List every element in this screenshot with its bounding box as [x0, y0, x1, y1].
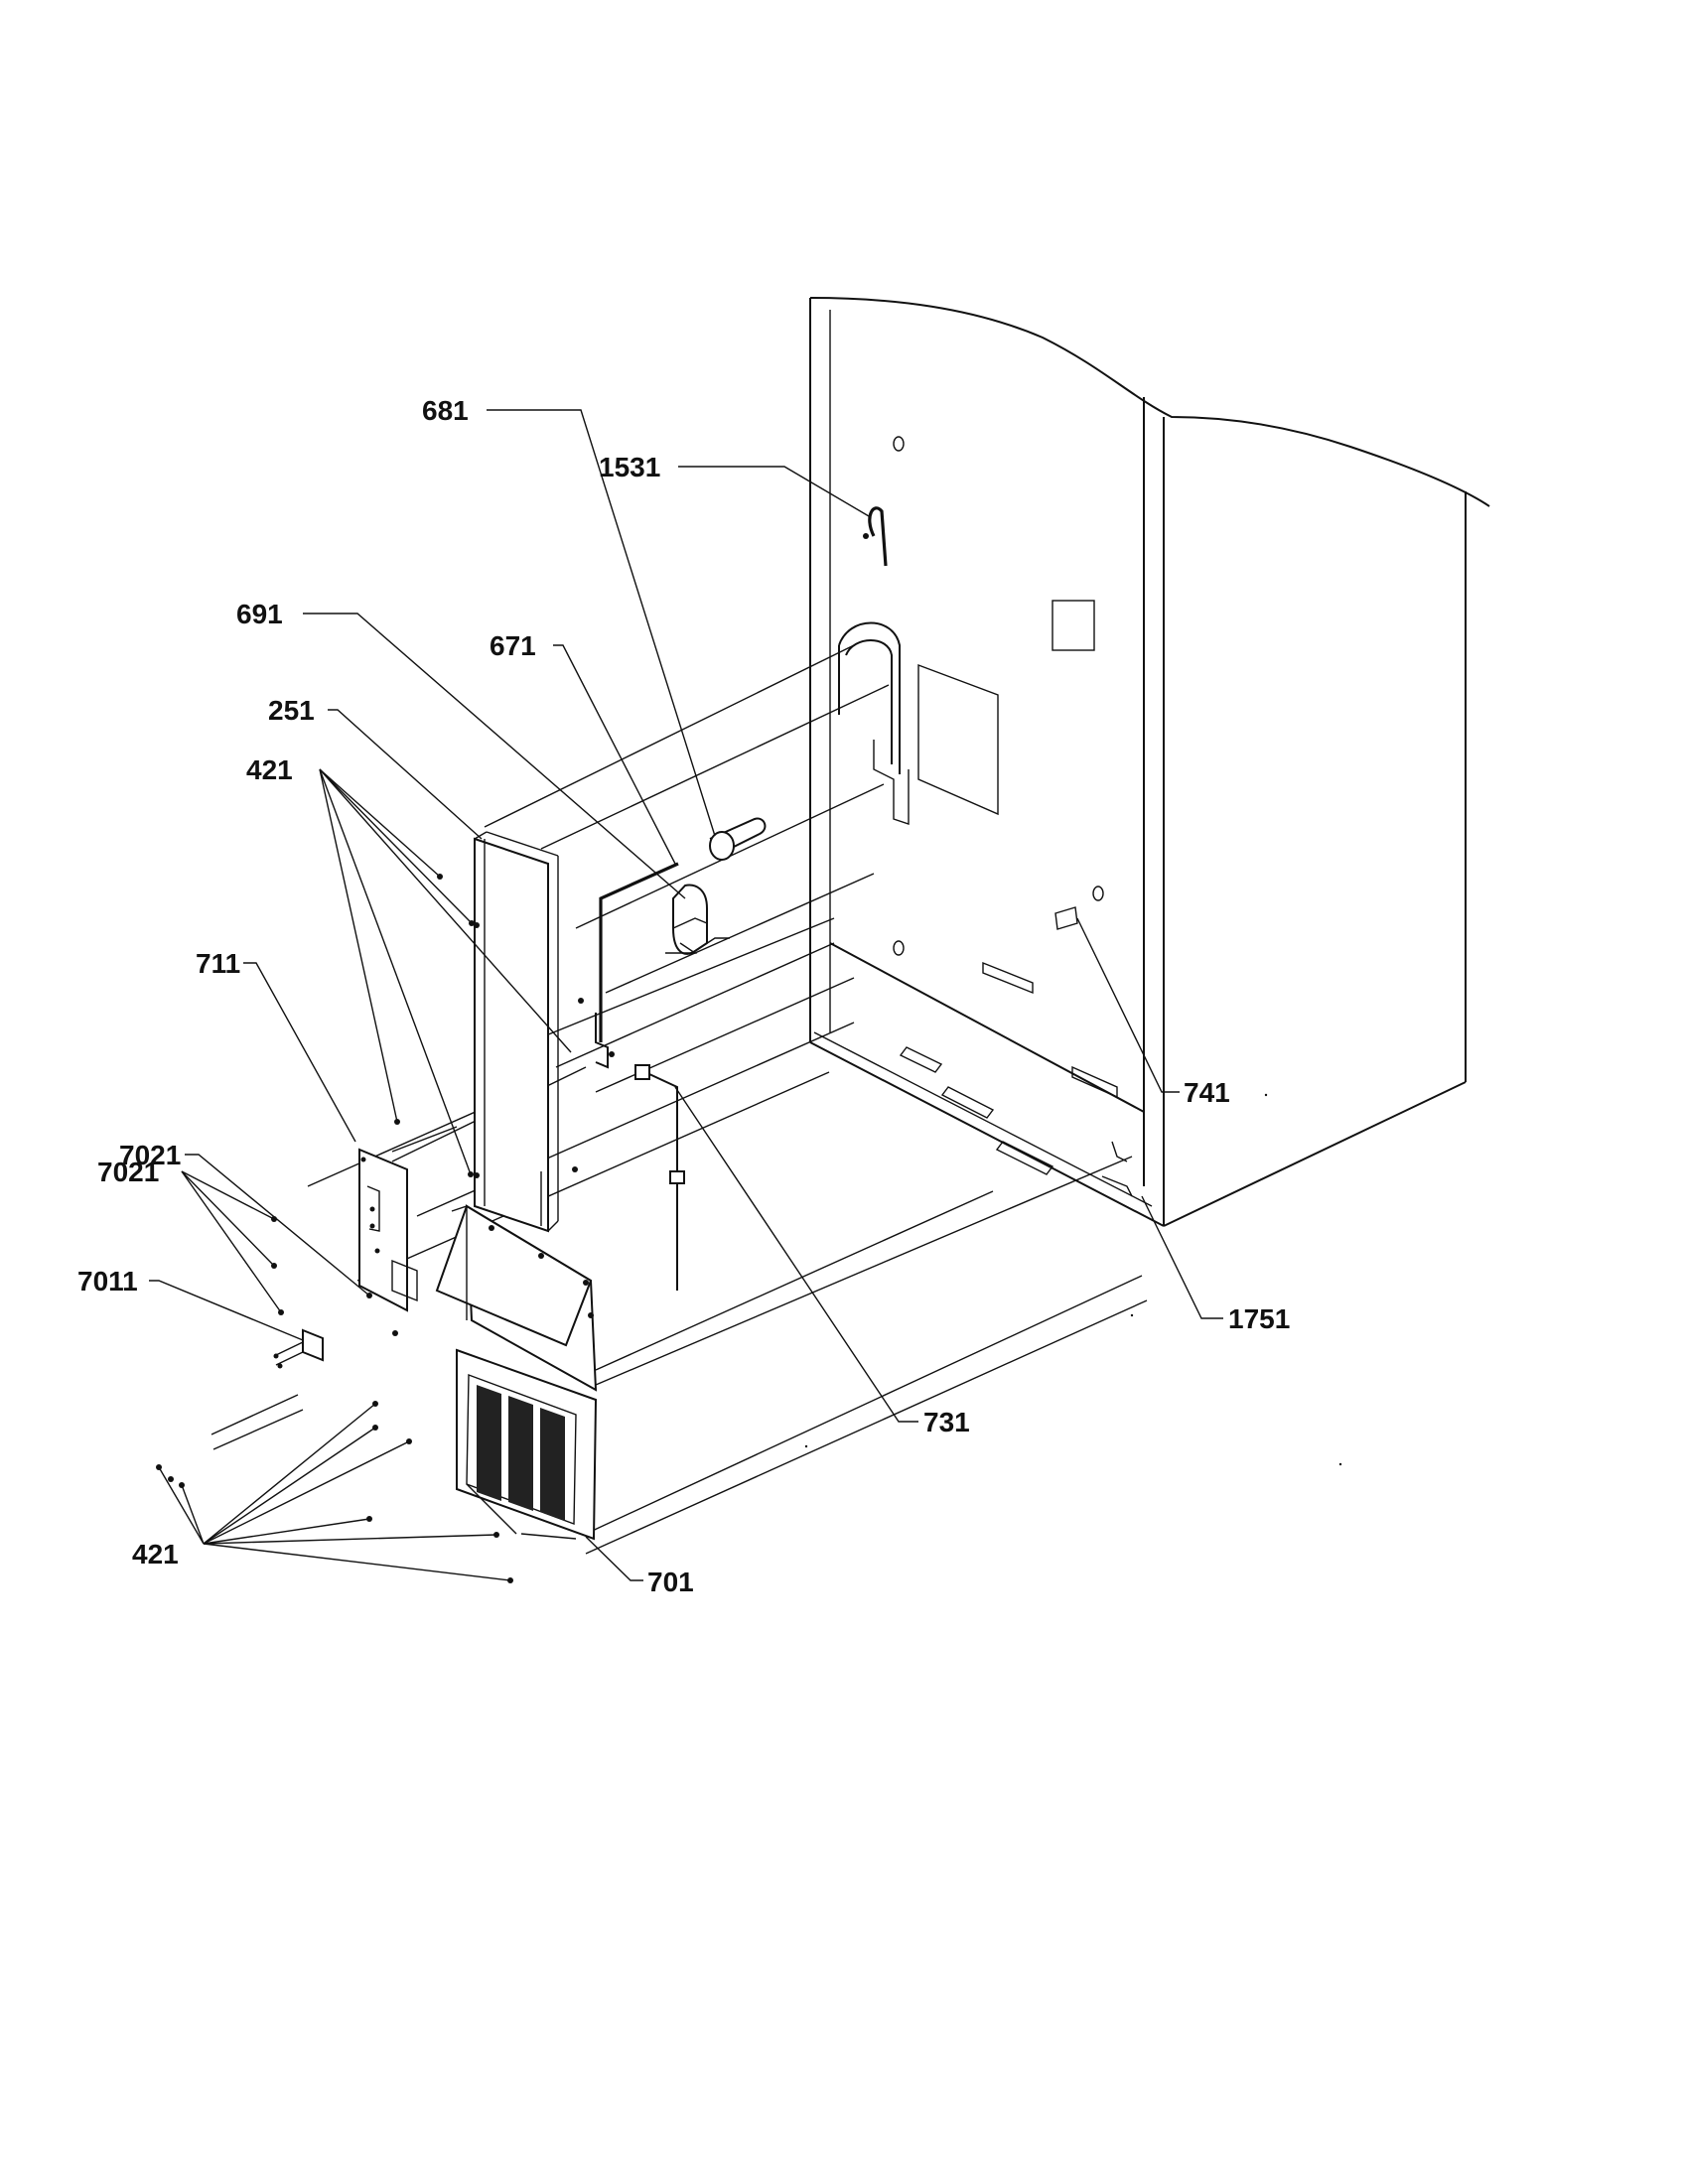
label-681: 681 — [422, 395, 469, 426]
label-691: 691 — [236, 599, 283, 629]
label-741: 741 — [1184, 1077, 1230, 1108]
stray-marks — [804, 1093, 1342, 1466]
part-labels: 1531 681 691 671 251 421 711 7021 7021 7… — [77, 395, 1290, 1597]
label-7021-a: 7021 — [119, 1140, 181, 1170]
label-251: 251 — [268, 695, 315, 726]
grille-701 — [456, 1348, 598, 1541]
label-731: 731 — [923, 1407, 970, 1437]
label-7011: 7011 — [77, 1266, 138, 1297]
label-421-top: 421 — [246, 754, 293, 785]
label-421-bottom: 421 — [132, 1539, 179, 1570]
bracket-711 — [358, 1148, 468, 1312]
fan-housing — [435, 1204, 598, 1392]
label-7021-b: 7021 — [97, 1157, 159, 1187]
fan-components — [595, 817, 767, 1291]
label-711: 711 — [196, 948, 240, 979]
projection-lines — [210, 644, 1148, 1555]
leader-lines — [149, 409, 1223, 1581]
cabinet-back — [809, 297, 1490, 1227]
label-701: 701 — [647, 1567, 694, 1597]
label-1531: 1531 — [599, 452, 660, 482]
label-1751: 1751 — [1228, 1303, 1290, 1334]
panel-251 — [474, 831, 559, 1233]
connector-7011 — [273, 1328, 324, 1369]
label-671: 671 — [490, 630, 536, 661]
